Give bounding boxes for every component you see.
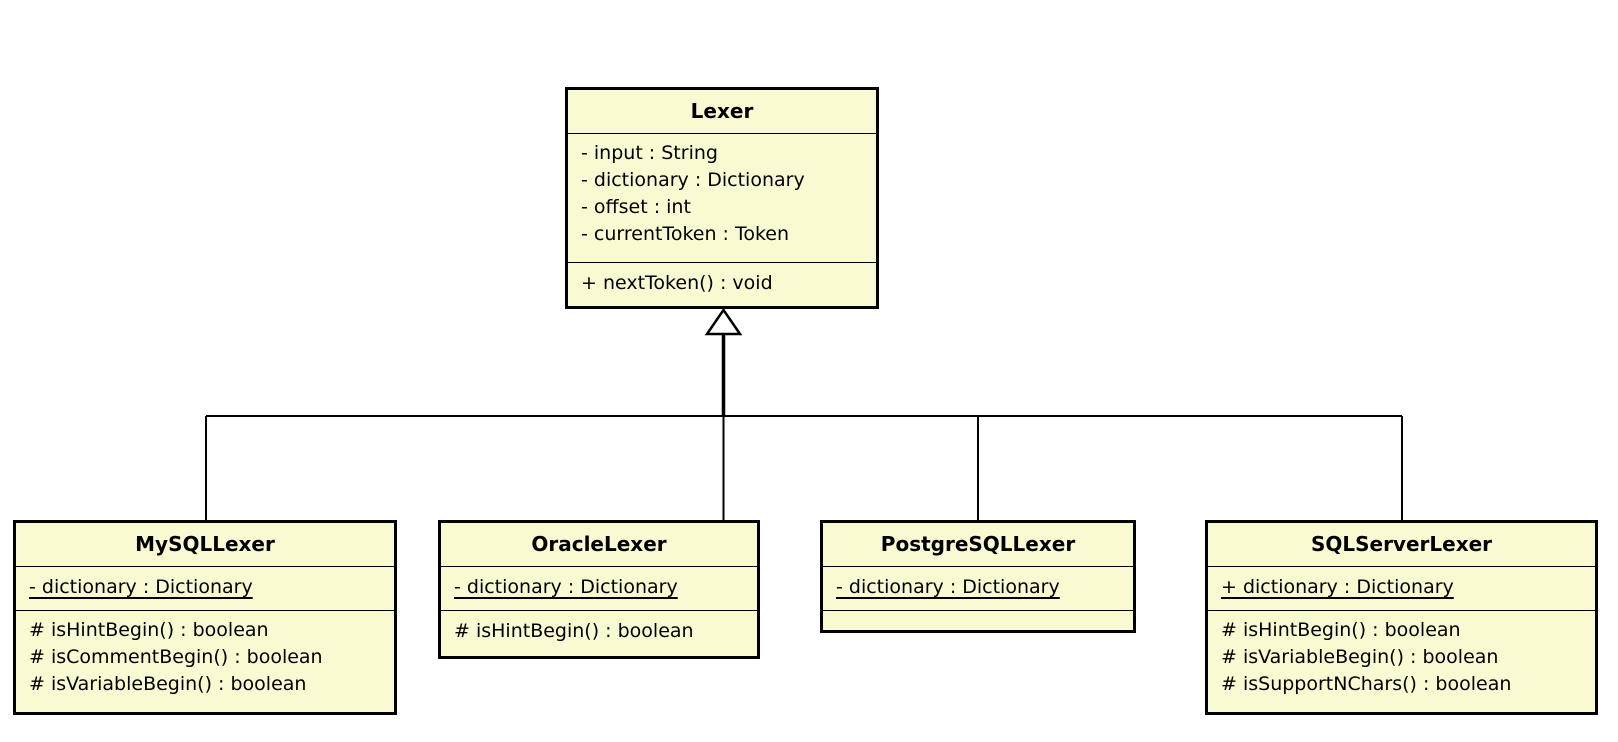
method-row: # isVariableBegin() : boolean	[29, 673, 307, 695]
attributes-compartment: - dictionary : Dictionary	[16, 566, 394, 610]
class-name: Lexer	[690, 99, 754, 123]
attribute-row: - dictionary : Dictionary	[29, 576, 253, 598]
class-name: OracleLexer	[531, 532, 667, 556]
attributes-compartment: - dictionary : Dictionary	[823, 566, 1133, 610]
class-postgresqllexer: PostgreSQLLexer - dictionary : Dictionar…	[820, 520, 1136, 633]
attributes-compartment: + dictionary : Dictionary	[1208, 566, 1595, 610]
method-row: # isCommentBegin() : boolean	[29, 646, 323, 668]
class-name: MySQLLexer	[135, 532, 275, 556]
methods-compartment: + nextToken() : void	[568, 262, 876, 309]
class-name: PostgreSQLLexer	[880, 532, 1076, 556]
generalization-arrowhead-icon	[704, 307, 743, 336]
attribute-row: + dictionary : Dictionary	[1221, 576, 1454, 598]
methods-compartment: # isHintBegin() : boolean	[441, 610, 757, 656]
attribute-row: - input : String	[581, 142, 718, 164]
method-row: # isVariableBegin() : boolean	[1221, 646, 1499, 668]
methods-compartment	[823, 610, 1133, 630]
class-sqlserverlexer: SQLServerLexer + dictionary : Dictionary…	[1205, 520, 1598, 715]
method-row: # isHintBegin() : boolean	[29, 619, 269, 641]
methods-compartment: # isHintBegin() : boolean # isVariableBe…	[1208, 610, 1595, 712]
method-row: # isHintBegin() : boolean	[1221, 619, 1461, 641]
methods-compartment: # isHintBegin() : boolean # isCommentBeg…	[16, 610, 394, 712]
attributes-compartment: - dictionary : Dictionary	[441, 566, 757, 610]
attribute-row: - offset : int	[581, 196, 691, 218]
attribute-row: - dictionary : Dictionary	[836, 576, 1060, 598]
attributes-compartment: - input : String - dictionary : Dictiona…	[568, 133, 876, 262]
class-mysqllexer: MySQLLexer - dictionary : Dictionary # i…	[13, 520, 397, 715]
method-row: # isHintBegin() : boolean	[454, 620, 694, 642]
method-row: + nextToken() : void	[581, 272, 773, 294]
attribute-row: - dictionary : Dictionary	[581, 169, 805, 191]
class-name: SQLServerLexer	[1310, 532, 1493, 556]
class-lexer: Lexer - input : String - dictionary : Di…	[565, 87, 879, 309]
attribute-row: - currentToken : Token	[581, 223, 790, 245]
method-row: # isSupportNChars() : boolean	[1221, 673, 1512, 695]
attribute-row: - dictionary : Dictionary	[454, 576, 678, 598]
class-oraclelexer: OracleLexer - dictionary : Dictionary # …	[438, 520, 760, 659]
